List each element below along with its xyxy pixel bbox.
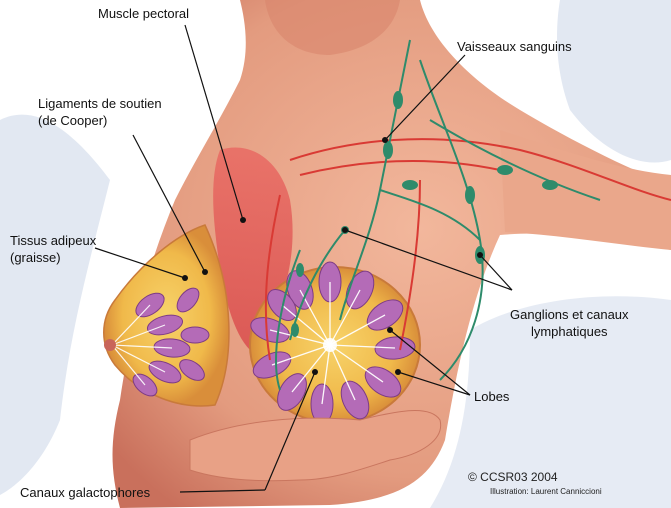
- label-ligaments-line2: (de Cooper): [38, 112, 162, 129]
- label-ligaments: Ligaments de soutien (de Cooper): [38, 95, 162, 129]
- label-ganglions-line2: lymphatiques: [510, 323, 629, 340]
- label-tissus-adipeux: Tissus adipeux (graisse): [10, 232, 96, 266]
- label-vaisseaux-sanguins: Vaisseaux sanguins: [457, 38, 572, 55]
- label-tissus-line1: Tissus adipeux: [10, 232, 96, 249]
- label-ganglions: Ganglions et canaux lymphatiques: [510, 306, 629, 340]
- label-muscle-pectoral: Muscle pectoral: [98, 5, 189, 22]
- illustration-credit: Illustration: Laurent Canniccioni: [490, 487, 602, 496]
- label-canaux-galactophores: Canaux galactophores: [20, 484, 150, 501]
- label-ligaments-line1: Ligaments de soutien: [38, 95, 162, 112]
- label-lobes: Lobes: [474, 388, 509, 405]
- label-tissus-line2: (graisse): [10, 249, 96, 266]
- copyright-text: © CCSR03 2004: [468, 470, 558, 484]
- label-ganglions-line1: Ganglions et canaux: [510, 306, 629, 323]
